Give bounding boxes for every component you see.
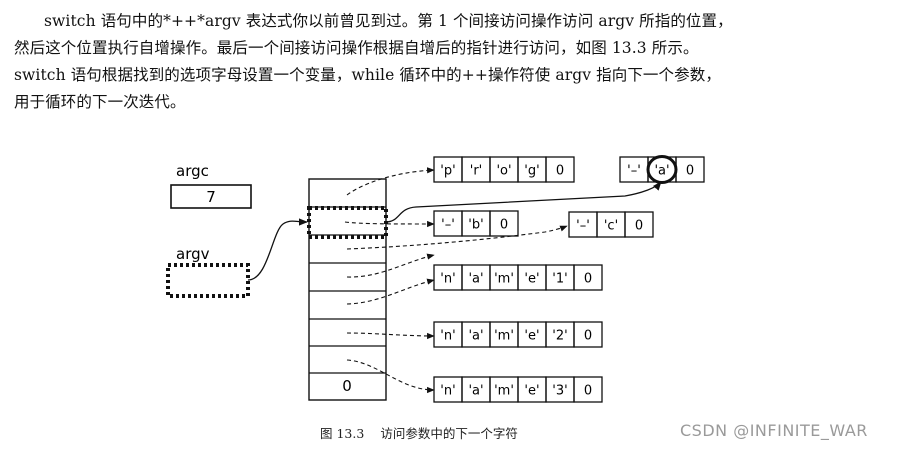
body-paragraph: switch 语句中的*++*argv 表达式你以前曾见到过。第 1 个间接访问… (14, 8, 890, 116)
caption-text: 访问参数中的下一个字符 (380, 426, 518, 441)
string-cell-char: 0 (584, 384, 592, 399)
string-cell (573, 264, 603, 291)
caption-number: 图 13.3 (320, 426, 365, 441)
string-prog: 'p' 'r' 'o' 'g' 0 (433, 156, 575, 183)
string-name2: 'n' 'a' 'm' 'e' '2' 0 (433, 321, 603, 348)
string-cell-char: 'n' (440, 329, 455, 344)
string-cell-char: 0 (635, 219, 643, 234)
string-cell (573, 376, 603, 403)
argc-box (170, 184, 252, 209)
string-cell-char: 'a' (468, 272, 483, 287)
arrow-slot-4 (346, 278, 435, 305)
string-cell-char: '1' (552, 272, 567, 287)
string-cell-char: 0 (686, 164, 694, 179)
string-cell-char: 'c' (604, 219, 618, 234)
string-cell-char: 'm' (494, 272, 514, 287)
string-cell-char: 'n' (440, 384, 455, 399)
string-cell-char: 0 (584, 329, 592, 344)
arrow-slot-3 (346, 253, 435, 278)
string-cell-char: '–' (627, 164, 641, 179)
argv-pointer-arrow (247, 218, 308, 281)
string-cell-char: '–' (576, 219, 590, 234)
arrow-slot-5 (346, 332, 435, 340)
string-cell-char: 'e' (524, 384, 539, 399)
array-null-value: 0 (342, 377, 352, 395)
string-cell-char: 'b' (468, 218, 483, 233)
arrow-slot-6 (346, 359, 435, 394)
string-cell (675, 156, 705, 183)
string-cell-char: 0 (584, 272, 592, 287)
string-cell-char: 'o' (496, 164, 511, 179)
string-cell-char: 'e' (524, 272, 539, 287)
argv-label: argv (176, 245, 210, 263)
string-name1: 'n' 'a' 'm' 'e' '1' 0 (433, 264, 603, 291)
watermark: CSDN @INFINITE_WAR (680, 421, 868, 440)
char-pointer-arrow (385, 181, 662, 223)
string-cell-char: 'a' (468, 384, 483, 399)
arrow-slot-2 (346, 225, 568, 250)
string-cell-char: 'm' (494, 329, 514, 344)
argc-label: argc (176, 162, 209, 180)
paragraph-line-3: switch 语句根据找到的选项字母设置一个变量，while 循环中的++操作符… (14, 66, 721, 84)
string-cell-char: 'a' (468, 329, 483, 344)
string-cells: 'p''r''o''g'0'–''b'0'–''c'0'n''a''m''e''… (433, 155, 705, 403)
string-cell-char: '–' (441, 218, 455, 233)
string-cell-char: 'e' (524, 329, 539, 344)
string-cell-char: 'a' (654, 164, 669, 179)
string-cell-char: 'r' (470, 164, 483, 179)
string-cell (573, 321, 603, 348)
string-cell (545, 156, 575, 183)
string-cell-char: 'm' (494, 384, 514, 399)
string-cell-char: 0 (556, 164, 564, 179)
paragraph-line-1: switch 语句中的*++*argv 表达式你以前曾见到过。第 1 个间接访问… (44, 12, 733, 30)
string-dash-b: '–' 'b' 0 (433, 210, 519, 237)
string-cell (489, 210, 519, 237)
argv-box (166, 263, 250, 298)
string-cell-char: 0 (500, 218, 508, 233)
string-cell-char: 'n' (440, 272, 455, 287)
string-name3: 'n' 'a' 'm' 'e' '3' 0 (433, 376, 603, 403)
paragraph-line-2: 然后这个位置执行自增操作。最后一个间接访问操作根据自增后的指针进行访问，如图 1… (14, 39, 699, 57)
string-dash-a: '–' 'a' 0 (619, 155, 705, 184)
string-dash-c: '–' 'c' 0 (568, 211, 654, 238)
string-cell-char: '2' (552, 329, 567, 344)
pointer-array: 0 (307, 178, 388, 401)
figure-caption: 图 13.3 访问参数中的下一个字符 (320, 423, 518, 442)
string-cell (624, 211, 654, 238)
argc-value: 7 (206, 188, 216, 206)
string-cell-char: 'p' (440, 164, 455, 179)
string-cell-char: '3' (552, 384, 567, 399)
paragraph-line-4: 用于循环的下一次迭代。 (14, 93, 186, 111)
arrow-slot-0 (346, 167, 435, 196)
string-cell-char: 'g' (524, 164, 539, 179)
